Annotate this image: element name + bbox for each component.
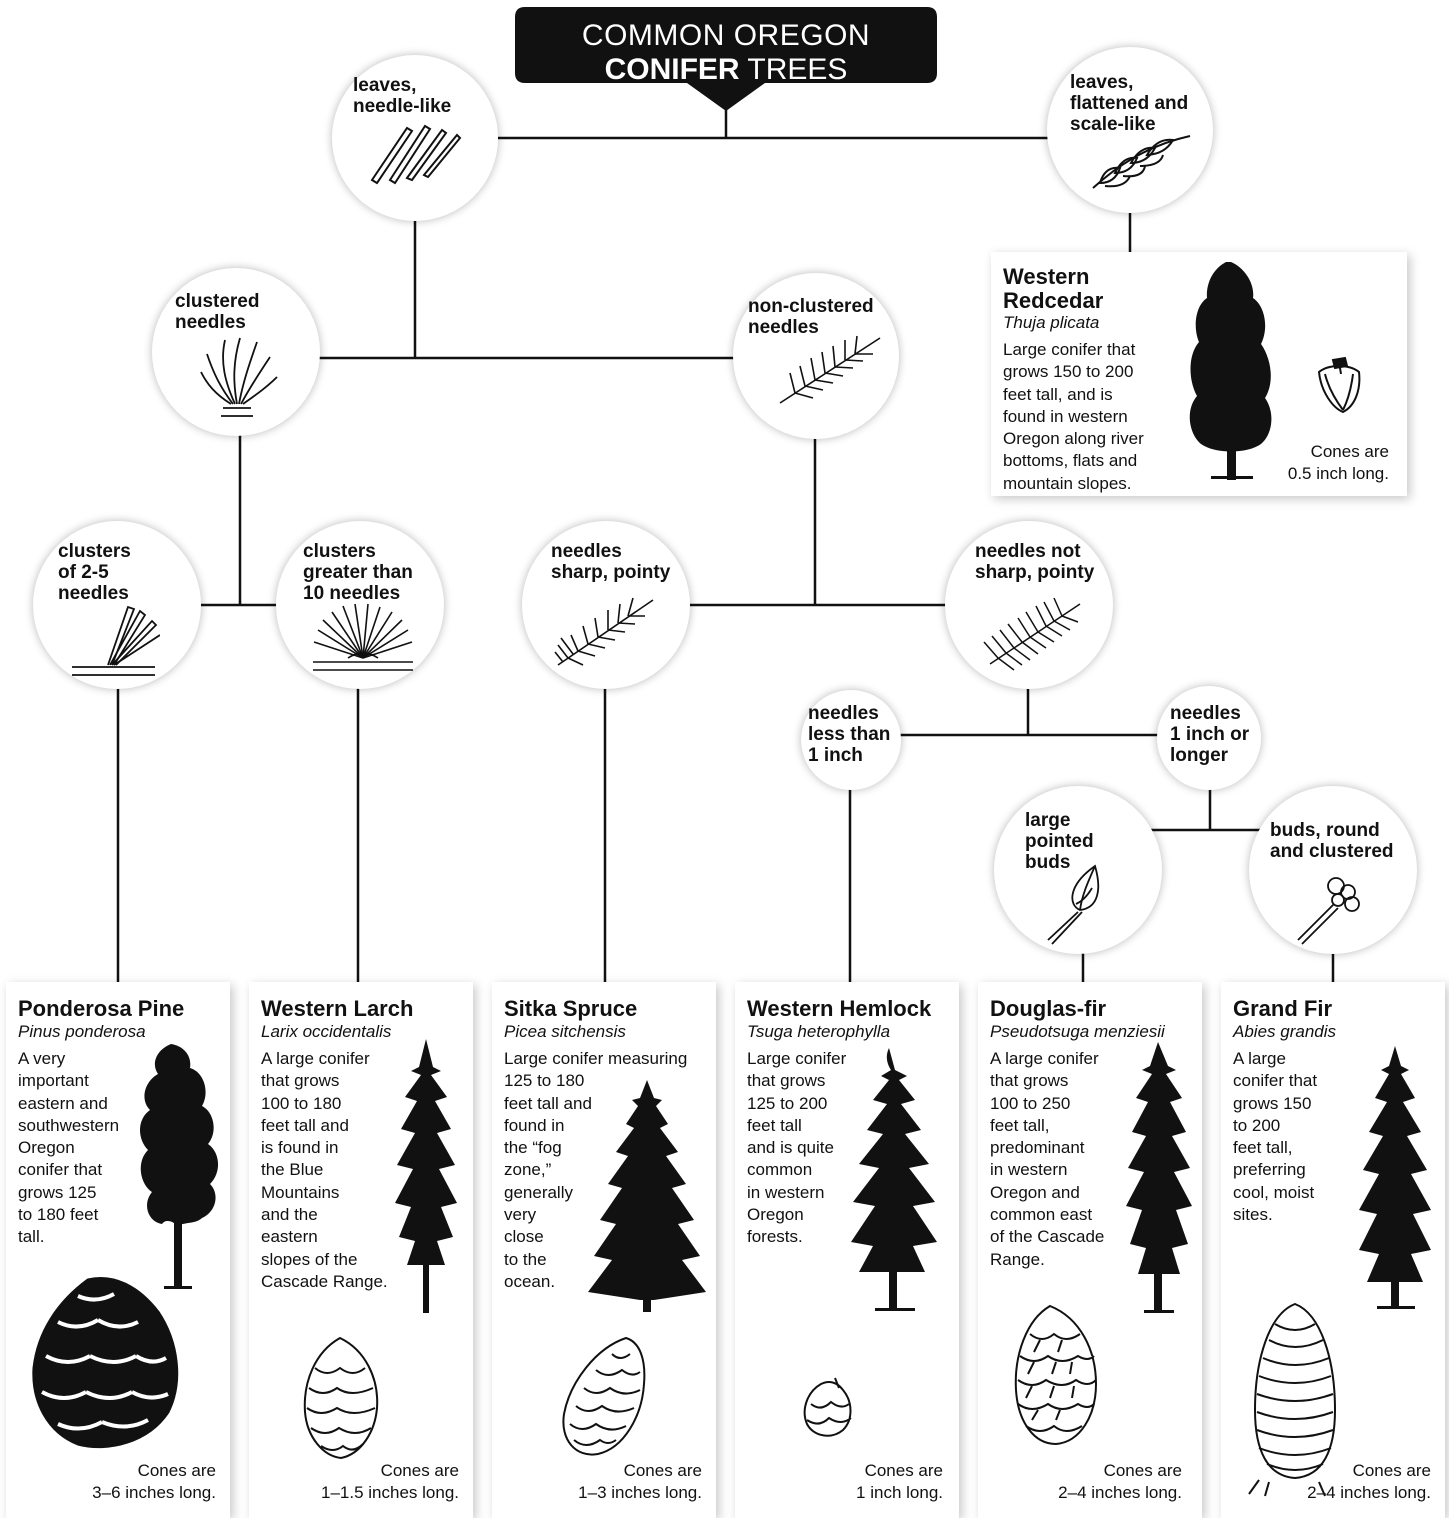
node-needles-lt-1-inch <box>801 690 901 790</box>
node-round-clustered-buds <box>1249 786 1417 954</box>
node-large-pointed-buds <box>994 786 1162 954</box>
tree-cone-size: Cones are 1 inch long. <box>856 1461 943 1502</box>
ponderosa-tree-illustration <box>140 1044 219 1289</box>
hemlock-tree-illustration <box>851 1048 937 1311</box>
node-leaves-scale-like <box>1047 47 1213 213</box>
title-bold: CONIFER <box>604 53 740 86</box>
tree-name: Sitka Spruce <box>504 996 638 1021</box>
tree-description: A large conifer that grows 150 to 200 fe… <box>1233 1049 1318 1225</box>
tree-scientific-name: Abies grandis <box>1233 1022 1337 1041</box>
title-line2: CONIFER TREES <box>515 53 937 87</box>
node-needles-sharp <box>522 521 690 689</box>
spruce-cone-illustration <box>562 1336 646 1456</box>
tree-scientific-name: Larix occidentalis <box>261 1022 392 1041</box>
scale-leaves-icon <box>1092 135 1191 189</box>
tree-cone-size: Cones are 0.5 inch long. <box>1287 442 1389 483</box>
node-non-clustered-needles <box>733 273 899 439</box>
tree-cone-size: Cones are 1–1.5 inches long. <box>321 1461 459 1502</box>
ponderosa-cone-illustration <box>32 1277 179 1449</box>
tree-name: Grand Fir <box>1233 996 1333 1021</box>
tree-description: A large conifer that grows 100 to 250 fe… <box>990 1049 1105 1269</box>
douglas-fir-tree-illustration <box>1126 1042 1192 1313</box>
spruce-tree-illustration <box>588 1080 706 1312</box>
title-line1: COMMON OREGON <box>581 19 871 52</box>
card-western-hemlock: Western Hemlock Tsuga heterophylla Large… <box>735 982 959 1518</box>
title-rest: TREES <box>739 53 848 86</box>
tree-scientific-name: Thuja plicata <box>1003 313 1100 332</box>
tree-description: Large conifer that grows 125 to 200 feet… <box>747 1049 847 1247</box>
tree-cone-size: Cones are 2–4 inches long. <box>1058 1461 1182 1502</box>
node-label-pointed-buds: large pointed buds <box>1025 810 1094 873</box>
tree-scientific-name: Pseudotsuga menziesii <box>990 1022 1165 1041</box>
tree-description: A large conifer that grows 100 to 180 fe… <box>261 1049 388 1291</box>
node-needles-not-sharp <box>945 521 1113 689</box>
tree-name: Western Larch <box>261 996 414 1021</box>
node-label-scale-like: leaves, flattened and scale-like <box>1070 72 1189 135</box>
node-label-clusters-gt-10: clusters greater than 10 needles <box>303 541 413 604</box>
card-grand-fir: Grand Fir Abies grandis A large conifer … <box>1221 982 1445 1518</box>
card-douglas-fir: Douglas-fir Pseudotsuga menziesii A larg… <box>978 982 1202 1518</box>
node-label-clustered: clustered needles <box>175 291 260 333</box>
pointed-bud-icon <box>1047 864 1100 945</box>
larch-cone-illustration <box>303 1336 379 1460</box>
douglas-fir-cone-illustration <box>1014 1304 1098 1446</box>
clusters-2-5-icon <box>72 605 160 676</box>
node-label-clusters-2-5: clusters of 2-5 needles <box>58 541 131 604</box>
tree-name: Western Redcedar <box>1003 264 1104 313</box>
node-label-needle-like: leaves, needle-like <box>353 75 452 117</box>
node-clusters-gt-10 <box>276 521 444 689</box>
clustered-needles-icon <box>200 337 278 417</box>
tree-description: A very important eastern and southwester… <box>18 1049 120 1247</box>
node-label-ge-inch: needles 1 inch or longer <box>1170 703 1250 766</box>
tree-scientific-name: Tsuga heterophylla <box>747 1022 891 1041</box>
node-label-not-sharp: needles not sharp, pointy <box>975 541 1095 583</box>
tree-name: Douglas-fir <box>990 996 1107 1021</box>
tree-scientific-name: Picea sitchensis <box>504 1022 626 1041</box>
tree-scientific-name: Pinus ponderosa <box>18 1022 146 1041</box>
tree-cone-size: Cones are 3–6 inches long. <box>92 1461 216 1502</box>
node-label-non-clustered: non-clustered needles <box>748 296 874 338</box>
non-clustered-needles-icon <box>779 335 881 404</box>
tree-description: Large conifer measuring 125 to 180 feet … <box>504 1049 688 1291</box>
tree-description: Large conifer that grows 150 to 200 feet… <box>1003 340 1144 493</box>
title: COMMON OREGON CONIFER TREES <box>515 7 937 87</box>
node-label-sharp: needles sharp, pointy <box>551 541 671 583</box>
tree-cone-size: Cones are 1–3 inches long. <box>578 1461 702 1502</box>
clusters-gt-10-icon <box>313 603 413 671</box>
tree-name: Western Hemlock <box>747 996 932 1021</box>
card-western-larch: Western Larch Larix occidentalis A large… <box>249 982 473 1518</box>
title-banner-shape <box>515 7 937 111</box>
grand-fir-cone-illustration <box>1248 1302 1337 1497</box>
node-label-lt-inch: needles less than 1 inch <box>808 703 891 766</box>
redcedar-tree-illustration <box>1189 262 1272 480</box>
tree-name: Ponderosa Pine <box>18 996 185 1021</box>
hemlock-cone-illustration <box>803 1377 852 1437</box>
card-ponderosa-pine: Ponderosa Pine Pinus ponderosa A very im… <box>6 982 230 1518</box>
card-western-redcedar: Western Redcedar Thuja plicata Large con… <box>991 252 1407 496</box>
node-label-round-buds: buds, round and clustered <box>1270 820 1394 862</box>
grand-fir-tree-illustration <box>1359 1046 1431 1309</box>
redcedar-cone-illustration <box>1317 356 1361 414</box>
sharp-needles-icon <box>554 597 654 666</box>
not-sharp-needles-icon <box>983 597 1081 671</box>
node-needles-ge-1-inch <box>1157 686 1261 790</box>
card-sitka-spruce: Sitka Spruce Picea sitchensis Large coni… <box>492 982 716 1518</box>
node-leaves-needle-like <box>332 55 498 221</box>
needle-leaves-icon <box>370 124 462 185</box>
tree-cone-size: Cones are 2–4 inches long. <box>1307 1461 1431 1502</box>
larch-tree-illustration <box>395 1039 457 1313</box>
round-bud-icon <box>1297 877 1360 945</box>
